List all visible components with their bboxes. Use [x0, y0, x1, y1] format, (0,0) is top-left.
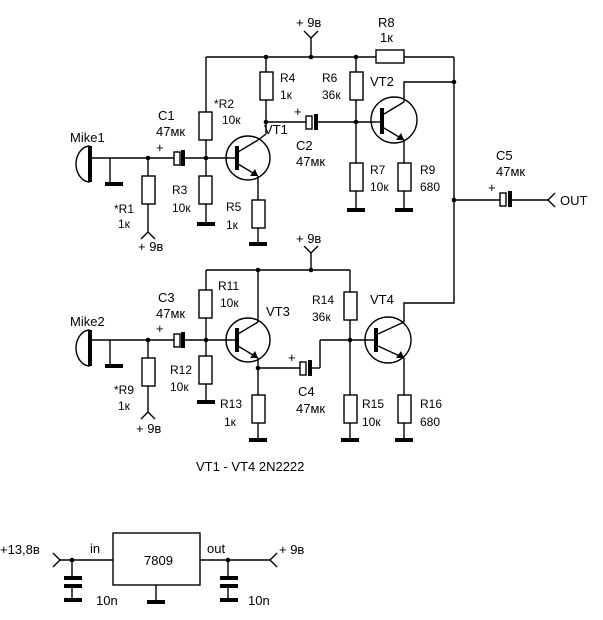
svg-text:C2: C2	[296, 138, 313, 153]
resistor-r1: *R1 1к + 9в	[114, 155, 163, 254]
svg-text:10к: 10к	[220, 296, 239, 310]
svg-text:VT2: VT2	[370, 74, 394, 89]
svg-text:out: out	[207, 541, 225, 556]
svg-text:1к: 1к	[280, 88, 293, 102]
svg-text:VT3: VT3	[266, 304, 290, 319]
svg-text:1к: 1к	[224, 415, 237, 429]
resistor-r12: R12 10к	[170, 355, 215, 404]
microphone-mike1: Mike1	[70, 130, 174, 186]
resistor-r4: R4 1к	[257, 71, 296, 141]
resistor-r9: R9 680	[395, 140, 440, 212]
svg-text:+ 9в: + 9в	[136, 421, 161, 436]
microphone-mike2: Mike2	[70, 314, 174, 368]
svg-text:36к: 36к	[322, 88, 341, 102]
transistor-vt3: VT3	[225, 304, 290, 363]
resistor-r5: R5 1к	[226, 176, 267, 246]
svg-text:R9: R9	[420, 163, 436, 177]
svg-text:R5: R5	[226, 200, 242, 214]
capacitor-output-10n: 10n	[220, 557, 270, 608]
svg-text:VT4: VT4	[370, 292, 394, 307]
svg-text:+ 9в: + 9в	[296, 231, 321, 246]
svg-text:1к: 1к	[118, 399, 131, 413]
resistor-r16: R16 680	[395, 358, 442, 442]
svg-text:47мк: 47мк	[296, 154, 325, 169]
svg-text:C3: C3	[158, 290, 175, 305]
resistor-r14: R14 36к	[312, 291, 368, 395]
supply-label-top: + 9в	[296, 15, 321, 30]
resistor-r6: R6 36к	[322, 71, 364, 163]
svg-text:10к: 10к	[222, 113, 241, 127]
svg-text:+ 9в: + 9в	[138, 239, 163, 254]
svg-text:47мк: 47мк	[496, 164, 525, 179]
svg-text:10к: 10к	[172, 201, 191, 215]
resistor-r7: R7 10к	[347, 162, 389, 212]
svg-text:1к: 1к	[118, 217, 131, 231]
svg-text:+: +	[156, 140, 164, 155]
svg-text:*R1: *R1	[114, 202, 134, 216]
svg-text:Mike2: Mike2	[70, 314, 105, 329]
resistor-r9-star: *R9 1к + 9в	[114, 337, 161, 436]
capacitor-c3: + C3 47мк	[156, 290, 232, 348]
resistor-r13: R13 1к	[220, 358, 267, 442]
svg-text:+: +	[288, 350, 296, 365]
transistor-vt2: VT2	[370, 74, 457, 144]
svg-text:+: +	[294, 104, 302, 119]
output-voltage-label: + 9в	[279, 542, 304, 557]
svg-text:R11: R11	[218, 279, 239, 293]
svg-text:C4: C4	[298, 384, 315, 399]
resistor-r8: R8 1к	[375, 15, 405, 64]
output-c5: + C5 47мк OUT	[451, 148, 588, 208]
transistor-vt4: VT4	[364, 200, 455, 364]
svg-text:47мк: 47мк	[156, 306, 185, 321]
transistor-vt1: VT1	[225, 122, 288, 181]
svg-text:10к: 10к	[170, 380, 189, 394]
svg-text:R12: R12	[170, 363, 192, 377]
resistor-r11: R11 10к	[198, 279, 239, 356]
svg-text:+: +	[156, 321, 164, 336]
resistor-r3: R3 10к	[172, 175, 215, 226]
transistor-note: VT1 - VT4 2N2222	[196, 459, 304, 474]
middle-supply-rail: + 9в	[205, 231, 351, 316]
svg-text:47мк: 47мк	[296, 401, 325, 416]
svg-text:R3: R3	[172, 183, 188, 197]
svg-text:1к: 1к	[380, 30, 393, 45]
svg-text:10n: 10n	[248, 593, 270, 608]
svg-text:R4: R4	[280, 71, 296, 85]
svg-text:R14: R14	[312, 293, 334, 307]
svg-text:1к: 1к	[226, 218, 239, 232]
svg-text:+: +	[488, 180, 496, 195]
capacitor-c1: + C1 47мк	[156, 108, 230, 166]
svg-text:C1: C1	[158, 108, 175, 123]
svg-text:R16: R16	[420, 397, 442, 411]
voltage-regulator: 7809 in out +13,8в + 9в	[0, 532, 304, 604]
svg-text:*R2: *R2	[214, 97, 234, 111]
svg-text:in: in	[90, 541, 100, 556]
svg-text:R8: R8	[378, 15, 395, 30]
input-voltage-label: +13,8в	[0, 542, 40, 557]
svg-text:R6: R6	[322, 71, 338, 85]
capacitor-c2: + C2 47мк	[266, 104, 376, 169]
svg-text:*R9: *R9	[114, 383, 134, 397]
output-label: OUT	[560, 193, 588, 208]
svg-text:C5: C5	[496, 148, 513, 163]
svg-text:680: 680	[420, 180, 440, 194]
svg-text:680: 680	[420, 415, 440, 429]
capacitor-input-10n: 10n	[64, 557, 118, 608]
svg-text:10n: 10n	[96, 593, 118, 608]
svg-text:R15: R15	[362, 397, 384, 411]
top-supply-rail: + 9в	[205, 15, 455, 200]
svg-text:VT1: VT1	[264, 122, 288, 137]
svg-text:36к: 36к	[312, 310, 331, 324]
svg-text:Mike1: Mike1	[70, 130, 105, 145]
svg-text:10к: 10к	[370, 180, 389, 194]
resistor-r2: *R2 10к	[198, 97, 241, 176]
svg-text:R7: R7	[370, 163, 386, 177]
capacitor-c4: + C4 47мк	[258, 340, 325, 416]
regulator-name: 7809	[144, 553, 173, 568]
svg-text:R13: R13	[220, 397, 242, 411]
resistor-r15: R15 10к	[341, 394, 384, 442]
svg-text:47мк: 47мк	[156, 124, 185, 139]
svg-text:10к: 10к	[362, 415, 381, 429]
